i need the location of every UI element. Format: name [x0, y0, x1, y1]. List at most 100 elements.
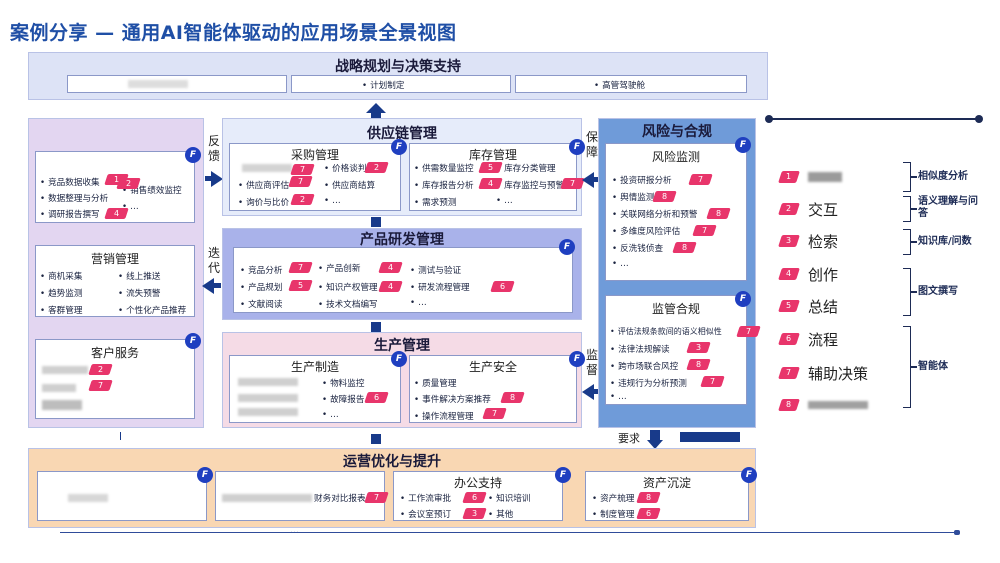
procurement-title: 采购管理: [290, 148, 339, 162]
manufacturing-title: 生产制造: [290, 360, 339, 374]
office-box: 办公支持 工作流审批 知识培训 会议室预订 其他 6 3: [393, 471, 563, 521]
bracket-writing: [903, 268, 911, 316]
strategy-title: 战略规划与决策支持: [335, 59, 461, 75]
legend-badge-5: 5: [778, 300, 800, 312]
manufacturing-box: 生产制造 物料监控 故障报告 … 6: [229, 355, 401, 423]
inventory-title: 库存管理: [468, 148, 517, 162]
f-badge-safety: F: [569, 351, 585, 367]
badge-reg-7b: 7: [700, 376, 725, 387]
page-title: 案例分享 — 通用AI智能体驱动的应用场景全景视图: [10, 22, 457, 44]
rnd-box: 竞品分析 产品规划 文献阅读 产品创新 知识产权管理 技术文档编写 测试与验证 …: [233, 247, 573, 313]
rnd-col3-2: …: [410, 298, 427, 308]
f-badge-manufacturing: F: [391, 351, 407, 367]
proc-item-0: 价格谈判: [324, 162, 366, 174]
risk-mon-5: …: [612, 259, 629, 269]
risk-mon-2: 关联网络分析和预警: [612, 208, 697, 220]
legend-line: [768, 118, 980, 120]
reg-0: 评估法规条款间的语义相似性: [610, 326, 722, 337]
rnd-title: 产品研发管理: [360, 232, 444, 248]
proc-item-2: 供应商结算: [324, 179, 375, 191]
badge-4: 4: [104, 208, 129, 219]
market-item-1: 数据整理与分析: [40, 192, 108, 204]
badge-safety-8: 8: [500, 392, 525, 403]
badge-rnd-6: 6: [490, 281, 515, 292]
ops-finance-report: 财务对比报表: [314, 494, 366, 504]
risk-monitoring-box: 风险监测 投资研报分析 舆情监测 关联网络分析和预警 多维度风险评估 反洗钱侦查…: [605, 143, 747, 281]
bracket-agent: [903, 326, 911, 408]
rnd-col2-1: 知识产权管理: [318, 281, 378, 293]
legend-badge-3: 3: [778, 235, 800, 247]
bracket-tick-knowledge: [911, 241, 917, 243]
customer-title: 客户服务: [90, 346, 139, 360]
reg-1: 法律法规解读: [610, 343, 670, 355]
badge-risk-8b: 8: [706, 208, 731, 219]
strategy-item-plan: 计划制定: [362, 79, 404, 91]
group-similarity: 相似度分析: [918, 171, 968, 182]
bracket-knowledge: [903, 229, 911, 255]
risk-mon-0: 投资研报分析: [612, 174, 672, 186]
legend-row-2: 2 交互: [778, 198, 839, 220]
marketing-item-2: 客群管理: [40, 304, 82, 316]
badge-risk-8c: 8: [672, 242, 697, 253]
f-badge-procurement: F: [391, 139, 407, 155]
rnd-col3-1: 研发流程管理: [410, 281, 470, 293]
safety-title: 生产安全: [468, 360, 517, 374]
market-item-2: 调研报告撰写: [40, 208, 100, 220]
risk-title: 风险与合规: [642, 124, 712, 140]
badge-proc-2: 2: [364, 162, 389, 173]
badge-2b: 2: [88, 364, 113, 375]
legend-label-2: 交互: [808, 200, 839, 219]
regulatory-title: 监管合规: [651, 302, 700, 316]
f-badge-ops-1: F: [197, 467, 213, 483]
marketing-item-5: 个性化产品推荐: [118, 304, 186, 316]
rnd-panel: 产品研发管理 竞品分析 产品规划 文献阅读 产品创新 知识产权管理 技术文档编写…: [222, 228, 582, 320]
regulatory-box: 监管合规 评估法规条款间的语义相似性 法律法规解读 跨市场联合风控 违规行为分析…: [605, 295, 761, 405]
left-up-tick: [120, 432, 121, 440]
arrow-guarantee: [582, 172, 594, 188]
bracket-tick-writing: [911, 291, 917, 293]
legend-badge-8: 8: [778, 399, 800, 411]
procurement-box: 采购管理 价格谈判 供应商评估 供应商结算 询价与比价 … 7 2 7 2: [229, 143, 401, 211]
safety-box: 生产安全 质量管理 事件解决方案推荐 操作流程管理 8 7: [409, 355, 577, 423]
supply-chain-panel: 供应链管理 采购管理 价格谈判 供应商评估 供应商结算 询价与比价 … 7 2 …: [222, 118, 585, 216]
assets-title: 资产沉淀: [642, 476, 691, 490]
arrow-supervise: [582, 384, 594, 400]
safety-item-1: 事件解决方案推荐: [414, 393, 491, 405]
connector-production-operations: [371, 434, 381, 444]
legend-badge-7: 7: [778, 367, 800, 379]
safety-item-2: 操作流程管理: [414, 410, 474, 422]
label-iterate: 迭代: [207, 246, 220, 275]
legend-row-7: 7 辅助决策: [778, 362, 868, 384]
customer-box: 客户服务 2 7: [35, 339, 195, 419]
connector-risk-operations: [680, 432, 740, 442]
legend-row-8: 8: [778, 394, 868, 416]
bracket-tick-semantic: [911, 208, 917, 210]
market-item-0: 竞品数据收集: [40, 176, 100, 188]
office-item-0: 工作流审批: [400, 492, 451, 504]
f-badge-rnd: F: [559, 239, 575, 255]
marketing-box: 营销管理 商机采集 趋势监测 客群管理 线上推送 流失预警 个性化产品推荐: [35, 245, 195, 317]
mfg-item-1: 故障报告: [322, 393, 364, 405]
mfg-item-0: 物料监控: [322, 377, 364, 389]
legend-label-5: 总结: [808, 297, 839, 316]
reg-2: 跨市场联合风控: [610, 360, 678, 372]
label-feedback: 反馈: [207, 134, 220, 163]
group-semantic: 语义理解与问答: [918, 196, 978, 219]
inv-item-2: 库存报告分析: [414, 179, 474, 191]
badge-risk-8: 8: [652, 191, 677, 202]
badge-rnd-5: 5: [288, 280, 313, 291]
marketing-item-4: 流失预警: [118, 287, 160, 299]
legend-row-1: 1: [778, 166, 842, 188]
f-badge-office: F: [555, 467, 571, 483]
badge-reg-7: 7: [736, 326, 761, 337]
arrow-iterate-shaft: [213, 283, 221, 288]
badge-mfg-6: 6: [364, 392, 389, 403]
market-item-3: 销售绩效监控: [122, 184, 182, 196]
risk-panel: 风险与合规 风险监测 投资研报分析 舆情监测 关联网络分析和预警 多维度风险评估…: [598, 118, 761, 428]
bracket-tick-agent: [911, 366, 917, 368]
legend-label-4: 创作: [808, 265, 839, 284]
marketing-item-3: 线上推送: [118, 270, 160, 282]
inv-item-5: …: [496, 196, 513, 206]
badge-2: 2: [116, 178, 141, 189]
badge-office-6: 6: [462, 492, 487, 503]
